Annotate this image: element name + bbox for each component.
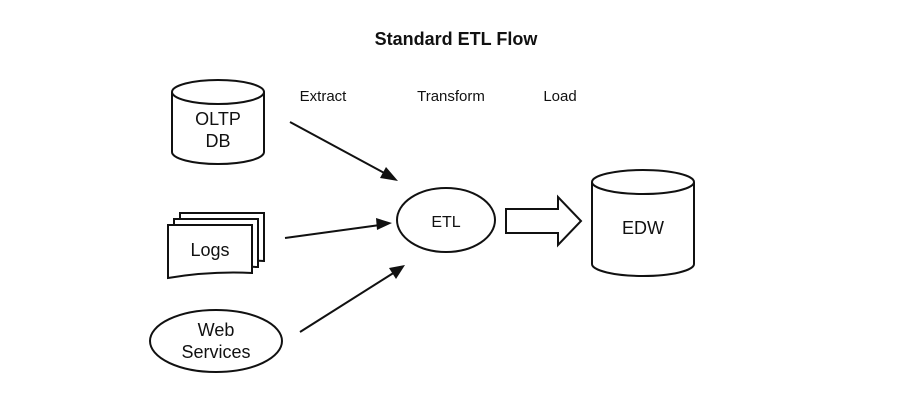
stage-label-load: Load [543, 88, 576, 105]
oltp-db-label-line2: DB [205, 131, 230, 151]
web-services-node: Web Services [149, 309, 283, 373]
web-services-label-line2: Services [181, 342, 250, 362]
arrow-web-services-to-etl-line [299, 271, 396, 333]
oltp-db-cylinder-body [171, 92, 265, 165]
arrow-oltp-to-etl [289, 121, 398, 181]
diagram-title: Standard ETL Flow [375, 29, 539, 49]
web-services-label-line1: Web [198, 320, 235, 340]
arrow-web-services-to-etl [299, 265, 405, 333]
etl-node: ETL [396, 187, 496, 253]
web-services-ellipse [149, 309, 283, 373]
arrow-logs-to-etl [284, 218, 392, 239]
stage-label-transform: Transform [417, 88, 485, 105]
arrow-logs-to-etl-head [376, 218, 392, 230]
stage-label-extract: Extract [300, 88, 348, 105]
oltp-db-cylinder-top [171, 79, 265, 105]
logs-document-front [167, 224, 253, 280]
block-arrow-etl-to-edw [505, 194, 583, 248]
edw-cylinder-top [591, 169, 695, 195]
arrow-web-services-to-etl-head [389, 265, 405, 279]
logs-node: Logs [167, 212, 265, 280]
arrow-logs-to-etl-line [284, 224, 381, 239]
edw-label: EDW [622, 218, 664, 238]
arrow-oltp-to-etl-head [380, 167, 398, 181]
oltp-db-label-line1: OLTP [195, 109, 241, 129]
arrow-oltp-to-etl-line [289, 121, 389, 176]
edw-cylinder-body [591, 182, 695, 277]
edw-node: EDW [591, 169, 695, 277]
etl-ellipse [396, 187, 496, 253]
etl-label: ETL [431, 214, 460, 231]
logs-label: Logs [190, 240, 229, 260]
oltp-db-node: OLTP DB [171, 79, 265, 165]
